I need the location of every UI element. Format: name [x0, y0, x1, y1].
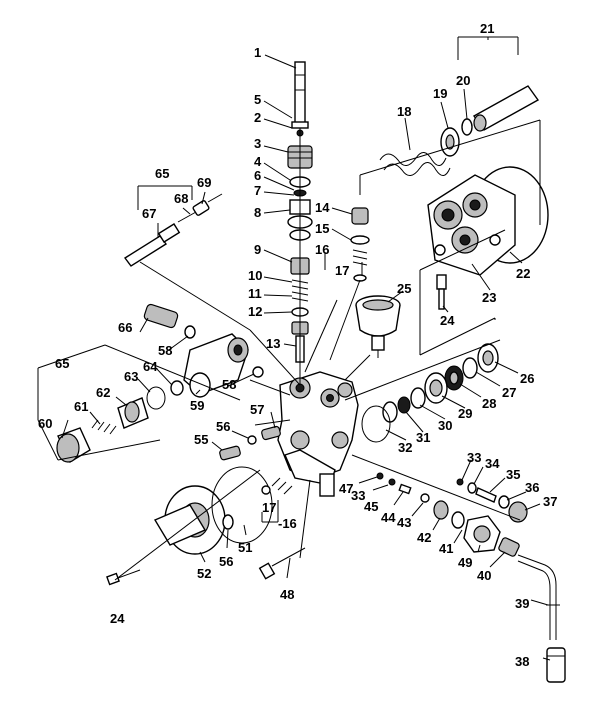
bolt-upper-drawing: [436, 274, 447, 310]
part-56-label: 56: [216, 419, 230, 434]
part-19-label: 19: [433, 86, 447, 101]
part-68-label: 68: [174, 191, 188, 206]
part-8-label: 8: [254, 205, 261, 220]
part-55-label: 55: [194, 432, 208, 447]
part-12-label: 12: [248, 304, 262, 319]
part-16-label: 16: [315, 242, 329, 257]
part-38-label: 38: [515, 654, 529, 669]
part-39-label: 39: [515, 596, 529, 611]
seal-set-drawing: [361, 343, 499, 443]
cylinder-block-drawing: [427, 166, 549, 276]
check-valve-stack-drawing: [350, 207, 370, 282]
pump-manifold-drawing: [277, 371, 359, 497]
part-33-label-lower: 33: [351, 488, 365, 503]
part-7-label: 7: [254, 183, 261, 198]
part-37-label: 37: [543, 494, 557, 509]
part-2-label: 2: [254, 110, 261, 125]
part-20-label: 20: [456, 73, 470, 88]
part-44-label: 44: [381, 510, 396, 525]
part-13-label: 13: [266, 336, 280, 351]
part-56-label-lower: 56: [219, 554, 233, 569]
part-36-label: 36: [525, 480, 539, 495]
drive-plate-drawing: [106, 466, 273, 586]
part-17-label: 17: [335, 263, 349, 278]
part-58-label: 58: [158, 343, 172, 358]
part-57-label: 57: [250, 402, 264, 417]
part-33-label: 33: [467, 450, 481, 465]
part-1-label: 1: [254, 45, 261, 60]
part-35-label: 35: [506, 467, 520, 482]
wand-drawing: [123, 193, 223, 267]
part-67-label: 67: [142, 206, 156, 221]
part-69-label: 69: [197, 175, 211, 190]
part-29-label: 29: [458, 406, 472, 421]
assembly-guide-lines: [37, 36, 541, 581]
small-hardware-drawing: [219, 425, 306, 580]
part-25-label: 25: [397, 281, 411, 296]
part-30-label: 30: [438, 418, 452, 433]
fitting-set-drawing: [376, 472, 528, 553]
part-42-label: 42: [417, 530, 431, 545]
leader-lines: [61, 37, 551, 661]
part-63-label: 63: [124, 369, 138, 384]
part-52-label: 52: [197, 566, 211, 581]
hose-drawing: [498, 537, 566, 683]
part-15-label: 15: [315, 221, 329, 236]
part-51-label: 51: [238, 540, 252, 555]
part-5-label: 5: [254, 92, 261, 107]
part-16-label-lower: -16: [278, 516, 297, 531]
part-65-label-left: 65: [55, 356, 69, 371]
part-6-label: 6: [254, 168, 261, 183]
callout-labels: 1 2 3 4 5 6 7 8 9 10 11 12 13 14 15 16 1…: [38, 21, 557, 669]
part-66-label: 66: [118, 320, 132, 335]
part-48-label: 48: [280, 587, 294, 602]
part-21-label: 21: [480, 21, 494, 36]
part-47-label: 47: [339, 481, 353, 496]
part-61-label: 61: [74, 399, 88, 414]
part-64-label: 64: [143, 359, 158, 374]
part-22-label: 22: [516, 266, 530, 281]
part-32-label: 32: [398, 440, 412, 455]
pressure-gauge-drawing: [355, 295, 401, 358]
part-60-label: 60: [38, 416, 52, 431]
part-9-label: 9: [254, 242, 261, 257]
part-65-label: 65: [155, 166, 169, 181]
part-11-label: 11: [248, 286, 262, 301]
part-40-label: 40: [477, 568, 491, 583]
part-26-label: 26: [520, 371, 534, 386]
part-3-label: 3: [254, 136, 261, 151]
part-23-label: 23: [482, 290, 496, 305]
part-59-label: 59: [190, 398, 204, 413]
part-18-label: 18: [397, 104, 411, 119]
part-4-label: 4: [254, 154, 262, 169]
part-14-label: 14: [315, 200, 330, 215]
part-31-label: 31: [416, 430, 430, 445]
upper-fitting-drawing: [143, 303, 264, 378]
part-10-label: 10: [248, 268, 262, 283]
part-41-label: 41: [439, 541, 453, 556]
part-17-label-lower: 17: [262, 500, 276, 515]
unloader-valve-drawing: [56, 333, 249, 464]
part-24-label: 24: [440, 313, 455, 328]
part-27-label: 27: [502, 385, 516, 400]
part-24-label-lower: 24: [110, 611, 125, 626]
part-49-label: 49: [458, 555, 472, 570]
part-58-label-lower: 58: [222, 377, 236, 392]
part-45-label: 45: [364, 499, 378, 514]
part-62-label: 62: [96, 385, 110, 400]
part-28-label: 28: [482, 396, 496, 411]
part-34-label: 34: [485, 456, 500, 471]
part-43-label: 43: [397, 515, 411, 530]
